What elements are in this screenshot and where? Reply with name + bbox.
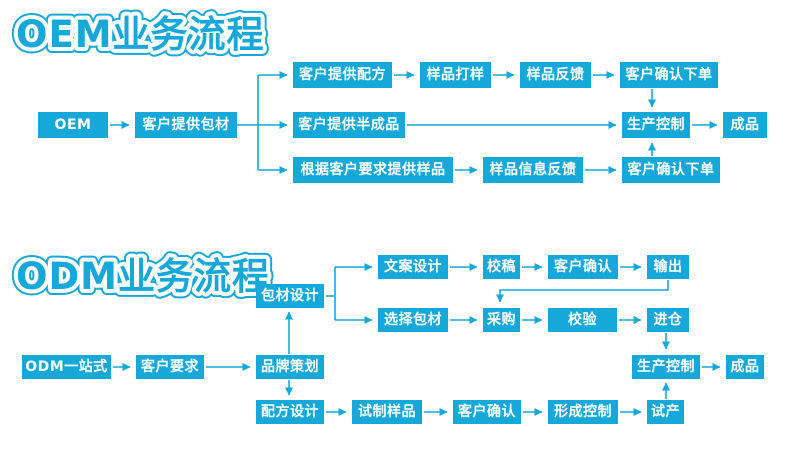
odm-node-packaging-design: 包材设计 (256, 284, 324, 308)
svg-text:OEM业务流程: OEM业务流程 (16, 13, 265, 56)
oem-node-customer-formula: 客户提供配方 (293, 62, 392, 88)
odm-node-copywriting-design: 文案设计 (378, 255, 448, 279)
odm-node-proofreading: 校稿 (483, 255, 520, 279)
odm-node-packaging-selection: 选择包材 (378, 308, 448, 332)
svg-text:ODM业务流程: ODM业务流程 (16, 255, 270, 298)
svg-text:OEM业务流程: OEM业务流程 (16, 13, 265, 56)
oem-node-sample-feedback: 样品反馈 (520, 62, 591, 88)
odm-node-output: 输出 (647, 255, 689, 279)
svg-text:ODM业务流程: ODM业务流程 (16, 255, 270, 298)
svg-text:OEM业务流程: OEM业务流程 (16, 13, 265, 56)
odm-node-start: ODM一站式 (22, 355, 111, 379)
odm-node-forming-control: 形成控制 (548, 400, 618, 424)
oem-connectors (110, 71, 718, 174)
odm-node-trial-production: 试产 (647, 400, 684, 424)
oem-node-order-confirm-top: 客户确认下单 (620, 62, 718, 88)
odm-section-title: ODM业务流程 ODM业务流程 ODM业务流程 (10, 249, 275, 304)
oem-node-customer-semifinished: 客户提供半成品 (293, 112, 405, 138)
oem-node-order-confirm-bottom: 客户确认下单 (622, 157, 720, 183)
odm-node-brand-planning: 品牌策划 (256, 355, 324, 379)
odm-node-purchasing: 采购 (483, 308, 520, 332)
oem-node-sample-on-request: 根据客户要求提供样品 (293, 157, 453, 183)
svg-text:ODM业务流程: ODM业务流程 (16, 255, 270, 298)
oem-section-title: OEM业务流程 OEM业务流程 OEM业务流程 (10, 7, 270, 62)
oem-node-finished-product: 成品 (723, 112, 767, 138)
odm-node-verification: 校验 (548, 308, 617, 332)
oem-node-sample-info-feedback: 样品信息反馈 (483, 157, 583, 183)
oem-node-customer-packaging: 客户提供包材 (135, 112, 237, 138)
odm-node-customer-requirement: 客户要求 (136, 355, 204, 379)
odm-node-customer-confirm-bottom: 客户确认 (453, 400, 521, 424)
odm-node-trial-sample: 试制样品 (352, 400, 422, 424)
oem-node-production-control: 生产控制 (622, 112, 690, 138)
odm-node-formula-design: 配方设计 (256, 400, 324, 424)
odm-connectors (113, 263, 721, 416)
odm-node-customer-confirm-top: 客户确认 (548, 255, 618, 279)
odm-node-production-control: 生产控制 (632, 355, 700, 379)
oem-node-start: OEM (38, 112, 108, 138)
odm-node-finished-product: 成品 (726, 355, 764, 379)
oem-node-sample-making: 样品打样 (420, 62, 491, 88)
odm-node-warehousing: 进仓 (647, 308, 689, 332)
